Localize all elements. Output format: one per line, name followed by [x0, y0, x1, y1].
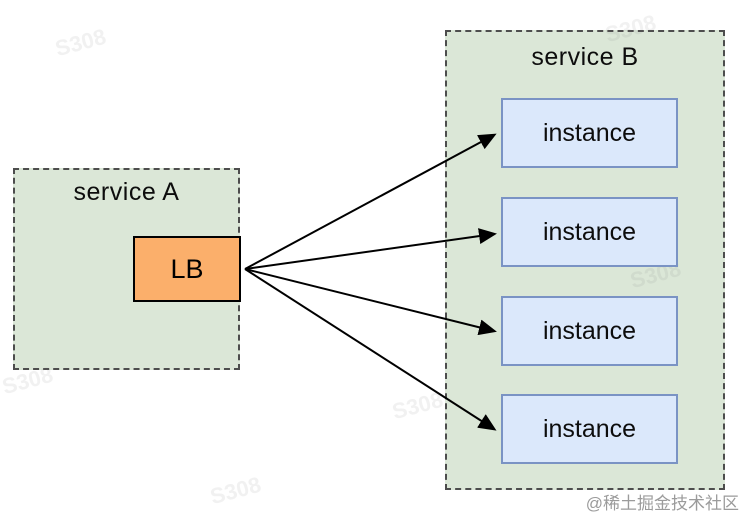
tiled-watermark: S308	[52, 23, 109, 62]
instance-label: instance	[542, 316, 637, 345]
tiled-watermark: S308	[389, 386, 446, 425]
instance-label: instance	[542, 217, 637, 246]
instance-node-4: instance	[501, 394, 678, 464]
instance-label: instance	[542, 118, 637, 147]
service-a-title: service A	[73, 178, 180, 206]
instance-node-1: instance	[501, 98, 678, 168]
tiled-watermark: S308	[207, 471, 264, 510]
instance-node-2: instance	[501, 197, 678, 267]
load-balancer-node: LB	[133, 236, 241, 302]
instance-label: instance	[542, 414, 637, 443]
instance-node-3: instance	[501, 296, 678, 366]
load-balancer-label: LB	[170, 253, 204, 284]
service-b-title: service B	[531, 43, 639, 71]
community-watermark: @稀土掘金技术社区	[585, 494, 739, 513]
